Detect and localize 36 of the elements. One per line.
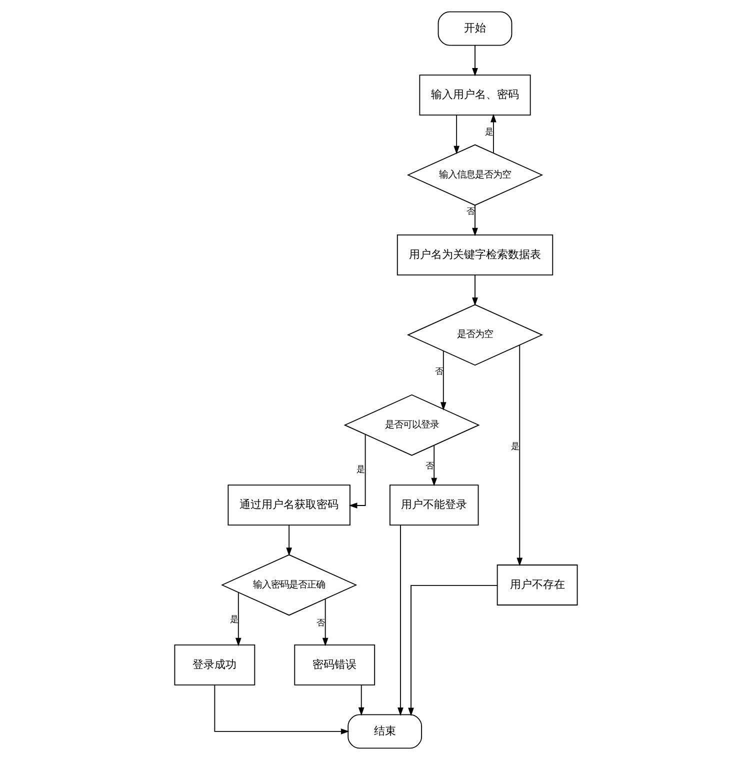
arrow <box>408 585 497 716</box>
arrow <box>397 524 403 716</box>
arrow <box>472 44 478 76</box>
node-box: 密码错误 <box>294 644 375 686</box>
arrow <box>453 114 460 154</box>
edge-label: 否 <box>316 617 324 628</box>
edge-label: 是 <box>484 126 492 137</box>
edge-label: 否 <box>424 460 433 471</box>
arrow <box>286 524 292 556</box>
node-box: 结束 <box>347 714 422 749</box>
node-box: 用户不存在 <box>496 564 578 606</box>
arrow <box>440 350 446 411</box>
edge-label: 是 <box>356 464 364 474</box>
arrow <box>358 684 364 716</box>
edge-label: 否 <box>434 366 442 376</box>
node-box: 开始 <box>437 11 512 46</box>
arrow <box>214 684 349 734</box>
arrow <box>322 598 328 646</box>
edge-label: 是 <box>510 440 518 451</box>
arrow <box>234 592 241 646</box>
node-box: 用户名为关键字检索数据表 <box>396 234 553 276</box>
node-diamond: 是否为空 <box>406 304 543 366</box>
arrow <box>472 274 478 306</box>
node-diamond: 输入密码是否正确 <box>220 554 357 616</box>
arrow <box>430 444 437 486</box>
node-box: 用户不能登录 <box>388 484 478 526</box>
node-box: 输入用户名、密码 <box>418 74 530 116</box>
arrow <box>516 344 522 566</box>
node-box: 登录成功 <box>174 644 255 686</box>
arrow <box>472 204 478 236</box>
node-diamond: 是否可以登录 <box>343 394 480 456</box>
node-box: 通过用户名获取密码 <box>227 484 350 526</box>
edge-label: 是 <box>229 614 238 624</box>
arrow <box>348 434 366 508</box>
arrow <box>490 114 496 154</box>
edge-label: 否 <box>466 206 474 216</box>
